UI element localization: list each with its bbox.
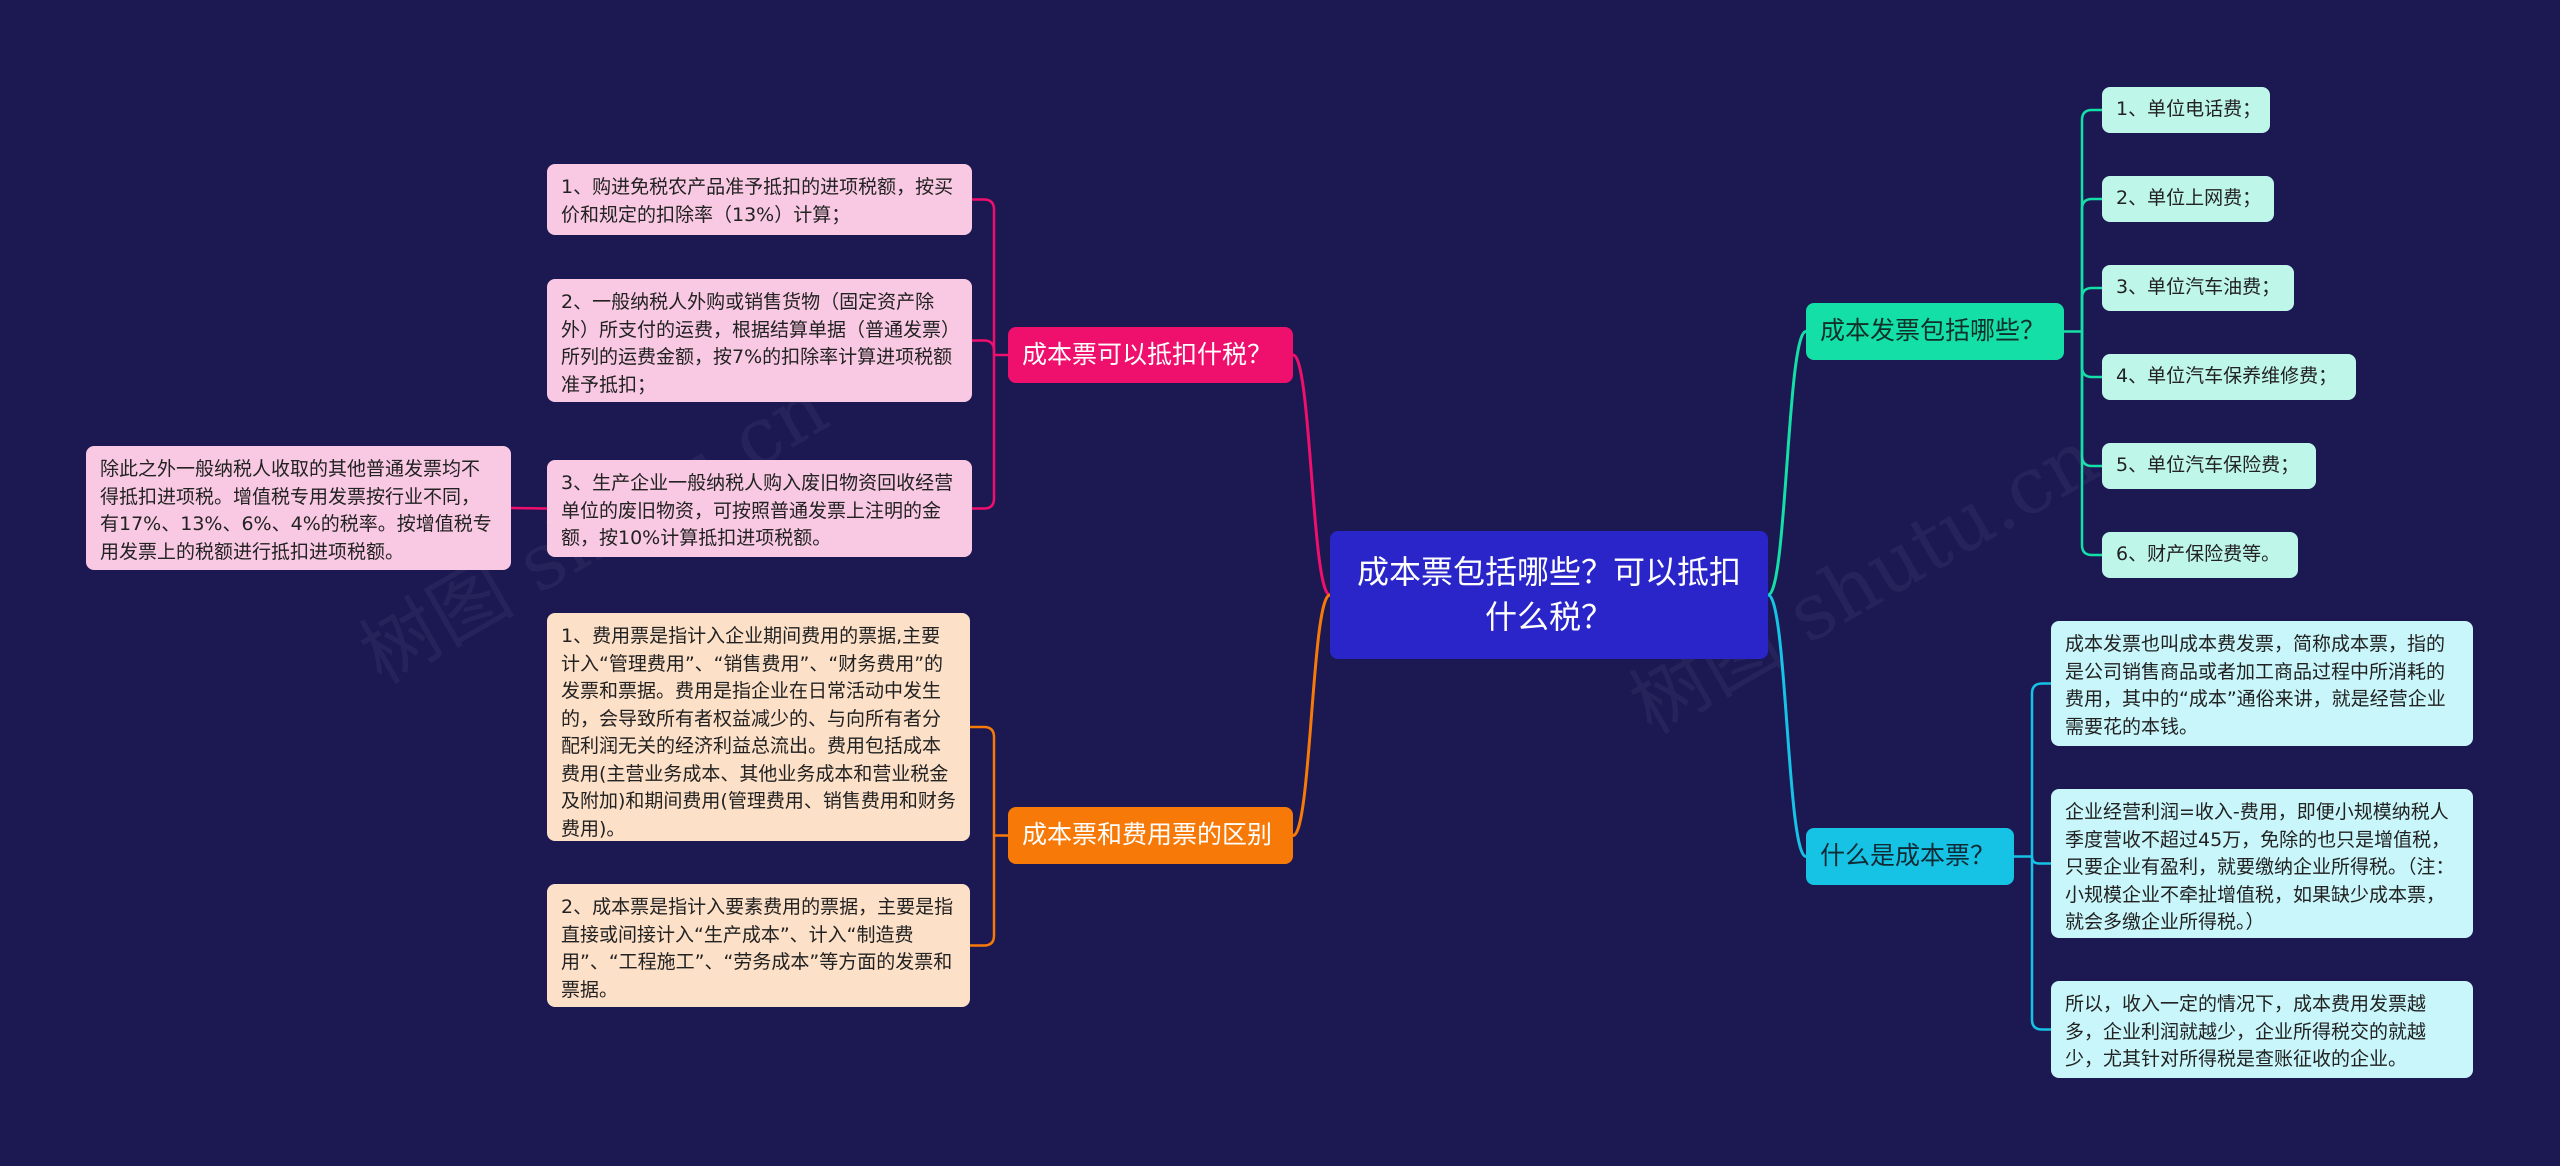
includes-item-4[interactable]: 4、单位汽车保养维修费； bbox=[2102, 354, 2356, 400]
branch-to-leaf-line bbox=[2030, 856, 2051, 1031]
what-is-item-1[interactable]: 成本发票也叫成本费发票，简称成本票，指的是公司销售商品或者加工商品过程中所消耗的… bbox=[2051, 621, 2473, 746]
branch-to-leaf-line bbox=[972, 339, 996, 355]
branch-cost-vs-expense[interactable]: 成本票和费用票的区别 bbox=[1008, 807, 1293, 864]
branch-to-leaf-line bbox=[2080, 197, 2102, 332]
includes-item-3[interactable]: 3、单位汽车油费； bbox=[2102, 265, 2294, 311]
branch-to-leaf-line bbox=[970, 835, 996, 947]
what-is-item-3[interactable]: 所以，收入一定的情况下，成本费用发票越多，企业利润就越少，企业所得税交的就越少，… bbox=[2051, 981, 2473, 1078]
root-topic[interactable]: 成本票包括哪些？可以抵扣什么税？ bbox=[1330, 531, 1768, 659]
deductible-item-2[interactable]: 2、一般纳税人外购或销售货物（固定资产除外）所支付的运费，根据结算单据（普通发票… bbox=[547, 279, 972, 402]
branch-to-leaf-line bbox=[970, 725, 996, 836]
difference-item-2[interactable]: 2、成本票是指计入要素费用的票据，主要是指直接或间接计入“生产成本”、计入“制造… bbox=[547, 884, 970, 1007]
branch-to-leaf-line bbox=[972, 198, 996, 355]
root-title: 成本票包括哪些？可以抵扣什么税？ bbox=[1356, 553, 1741, 636]
branch-label: 成本发票包括哪些？ bbox=[1820, 316, 2046, 346]
deductible-item-1[interactable]: 1、购进免税农产品准予抵扣的进项税额，按买价和规定的扣除率（13%）计算； bbox=[547, 164, 972, 235]
branch-to-leaf-line bbox=[2080, 286, 2102, 332]
branch-label: 成本票和费用票的区别 bbox=[1022, 820, 1273, 850]
difference-item-1[interactable]: 1、费用票是指计入企业期间费用的票据,主要计入“管理费用”、“销售费用”、“财务… bbox=[547, 613, 970, 841]
branch-to-leaf-line bbox=[2080, 331, 2102, 379]
includes-item-6[interactable]: 6、财产保险费等。 bbox=[2102, 532, 2298, 578]
branch-to-leaf-line bbox=[2080, 108, 2102, 332]
includes-item-2[interactable]: 2、单位上网费； bbox=[2102, 176, 2274, 222]
deductible-item-3[interactable]: 3、生产企业一般纳税人购入废旧物资回收经营单位的废旧物资，可按照普通发票上注明的… bbox=[547, 460, 972, 557]
branch-to-leaf-line bbox=[2030, 856, 2051, 865]
branch-label: 成本票可以抵扣什税？ bbox=[1022, 339, 1273, 369]
branch-to-leaf-line bbox=[2030, 682, 2051, 857]
includes-item-1[interactable]: 1、单位电话费； bbox=[2102, 87, 2270, 133]
what-is-item-2[interactable]: 企业经营利润=收入-费用，即便小规模纳税人季度营收不超过45万，免除的也只是增值… bbox=[2051, 789, 2473, 938]
branch-to-leaf-line bbox=[2080, 331, 2102, 557]
deductible-extra-note[interactable]: 除此之外一般纳税人收取的其他普通发票均不得抵扣进项税。增值税专用发票按行业不同，… bbox=[86, 446, 511, 570]
root-to-branch-line bbox=[1766, 593, 1808, 858]
branch-to-leaf-line bbox=[972, 355, 996, 510]
includes-item-5[interactable]: 5、单位汽车保险费； bbox=[2102, 443, 2316, 489]
branch-cost-invoice-types[interactable]: 成本发票包括哪些？ bbox=[1806, 303, 2064, 360]
root-to-branch-line bbox=[1291, 353, 1332, 597]
branch-deductible-taxes[interactable]: 成本票可以抵扣什税？ bbox=[1008, 327, 1293, 383]
branch-what-is-cost-invoice[interactable]: 什么是成本票？ bbox=[1806, 828, 2014, 885]
leaf-to-note-line bbox=[510, 506, 548, 510]
branch-label: 什么是成本票？ bbox=[1820, 841, 1996, 871]
root-to-branch-line bbox=[1291, 593, 1332, 837]
root-to-branch-line bbox=[1766, 330, 1808, 597]
